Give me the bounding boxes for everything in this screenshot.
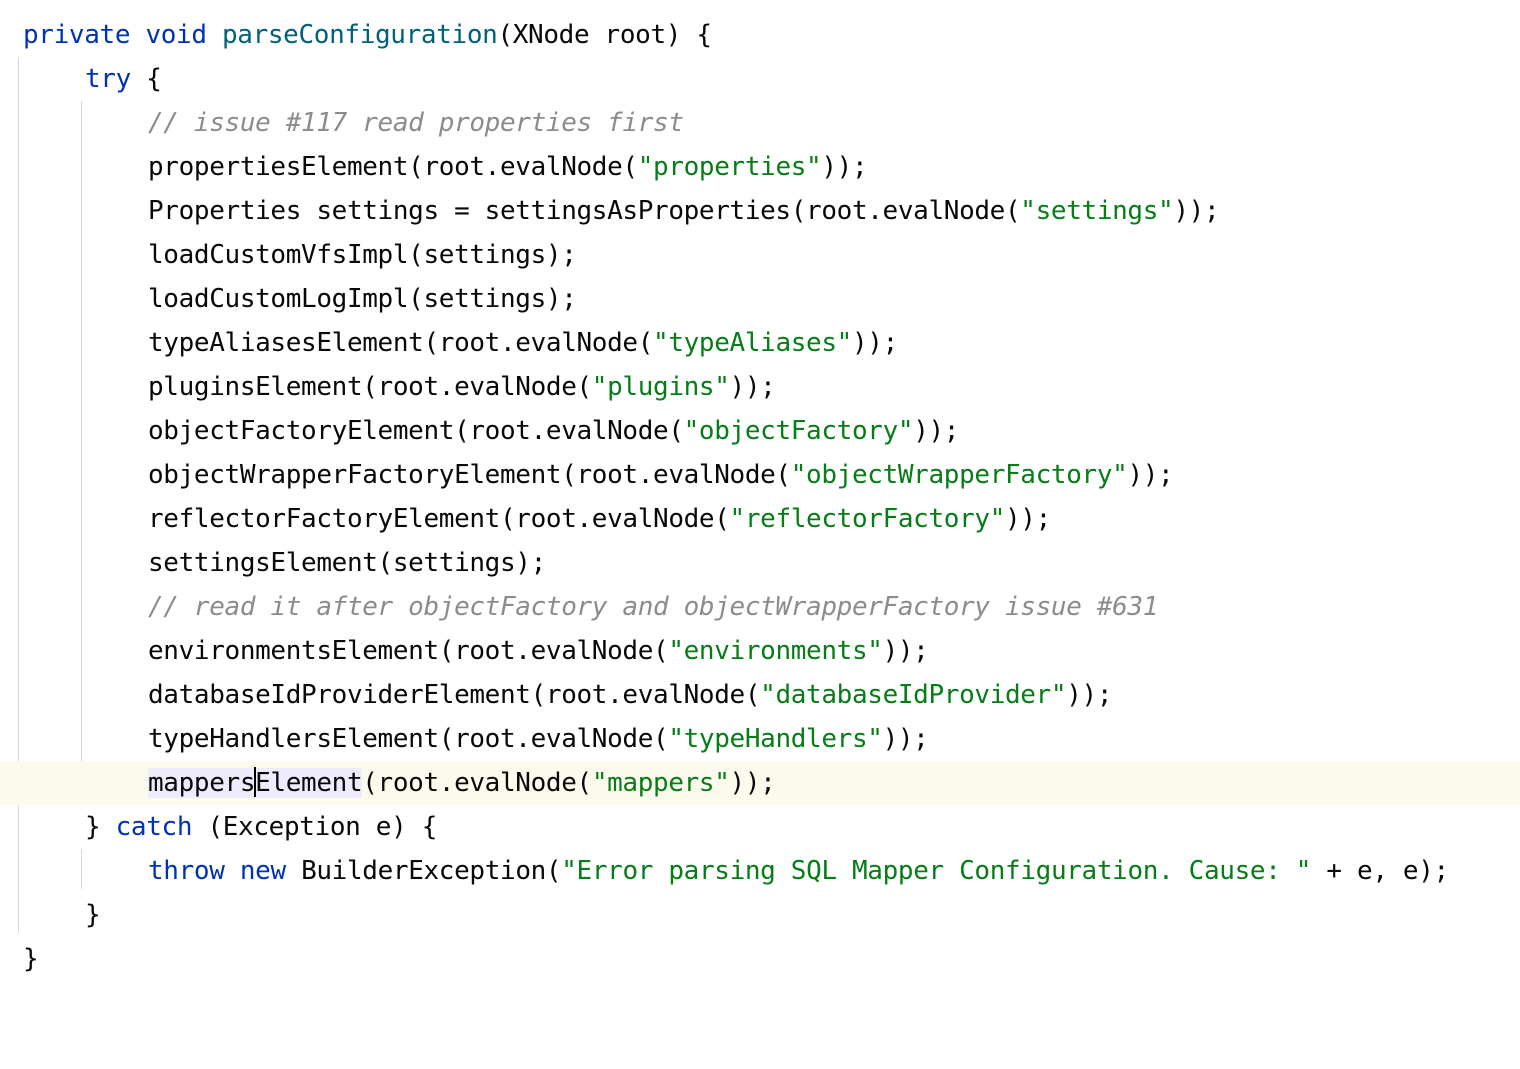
comment-text: // read it after objectFactory and objec…	[148, 592, 1159, 622]
code-text: (Exception e) {	[192, 812, 437, 842]
code-text: typeHandlersElement(root.evalNode(	[148, 724, 669, 754]
code-text: ));	[913, 416, 960, 446]
code-text: settingsElement(settings);	[148, 548, 546, 578]
code-text: databaseIdProviderElement(root.evalNode(	[148, 680, 761, 710]
code-text: ));	[729, 372, 776, 402]
code-text: ));	[821, 152, 868, 182]
code-text: loadCustomVfsImpl(settings);	[148, 240, 577, 270]
keyword-void: void	[145, 20, 207, 50]
string-literal: "environments"	[668, 636, 883, 666]
string-literal: "Error parsing SQL Mapper Configuration.…	[561, 856, 1312, 886]
code-text: BuilderException(	[285, 856, 562, 886]
code-line[interactable]: typeAliasesElement(root.evalNode("typeAl…	[0, 321, 1520, 365]
code-line[interactable]: pluginsElement(root.evalNode("plugins"))…	[0, 365, 1520, 409]
code-line[interactable]: propertiesElement(root.evalNode("propert…	[0, 145, 1520, 189]
keyword-try: try	[85, 64, 131, 94]
code-line-method-signature[interactable]: private void parseConfiguration(XNode ro…	[0, 13, 1520, 57]
code-text: typeAliasesElement(root.evalNode(	[148, 328, 654, 358]
code-text: ));	[851, 328, 898, 358]
comment-text: // issue #117 read properties first	[148, 108, 684, 138]
string-literal: "databaseIdProvider"	[760, 680, 1067, 710]
code-line-close-method[interactable]: }	[0, 937, 1520, 981]
keyword-throw: throw	[148, 856, 225, 886]
code-text: ));	[1173, 196, 1220, 226]
string-literal: "objectWrapperFactory"	[790, 460, 1128, 490]
code-text: loadCustomLogImpl(settings);	[148, 284, 577, 314]
code-text: + e, e);	[1311, 856, 1449, 886]
string-literal: "properties"	[637, 152, 822, 182]
code-line-close-try[interactable]: }	[0, 893, 1520, 937]
code-line[interactable]: loadCustomVfsImpl(settings);	[0, 233, 1520, 277]
code-editor[interactable]: private void parseConfiguration(XNode ro…	[0, 0, 1520, 982]
string-literal: "objectFactory"	[683, 416, 914, 446]
code-line[interactable]: typeHandlersElement(root.evalNode("typeH…	[0, 717, 1520, 761]
code-text: (root.evalNode(	[362, 768, 592, 798]
string-literal: "typeAliases"	[653, 328, 852, 358]
indent-guide-method	[18, 57, 19, 933]
code-text: environmentsElement(root.evalNode(	[148, 636, 669, 666]
brace: }	[85, 900, 101, 930]
code-line-catch[interactable]: } catch (Exception e) {	[0, 805, 1520, 849]
string-literal: "plugins"	[591, 372, 730, 402]
code-text: ));	[1066, 680, 1113, 710]
string-literal: "typeHandlers"	[668, 724, 883, 754]
code-line[interactable]: databaseIdProviderElement(root.evalNode(…	[0, 673, 1520, 717]
code-line[interactable]: reflectorFactoryElement(root.evalNode("r…	[0, 497, 1520, 541]
brace: }	[23, 944, 39, 974]
method-params: (XNode root) {	[497, 20, 712, 50]
code-line[interactable]: objectWrapperFactoryElement(root.evalNod…	[0, 453, 1520, 497]
string-literal: "reflectorFactory"	[729, 504, 1006, 534]
identifier-part: Element	[255, 768, 363, 798]
indent-guide-try	[81, 101, 82, 801]
try-brace: {	[130, 64, 162, 94]
code-text: objectWrapperFactoryElement(root.evalNod…	[148, 460, 791, 490]
code-text: ));	[1005, 504, 1051, 534]
code-text: propertiesElement(root.evalNode(	[148, 152, 638, 182]
code-line[interactable]: environmentsElement(root.evalNode("envir…	[0, 629, 1520, 673]
code-line[interactable]: Properties settings = settingsAsProperti…	[0, 189, 1520, 233]
code-line-current[interactable]: mappersElement(root.evalNode("mappers"))…	[0, 761, 1520, 805]
code-text: pluginsElement(root.evalNode(	[148, 372, 592, 402]
code-line-throw[interactable]: throw new BuilderException("Error parsin…	[0, 849, 1520, 893]
code-line-comment[interactable]: // issue #117 read properties first	[0, 101, 1520, 145]
code-text: ));	[729, 768, 776, 798]
method-name: parseConfiguration	[221, 20, 498, 50]
code-text: Properties settings = settingsAsProperti…	[148, 196, 1021, 226]
keyword-private: private	[23, 20, 131, 50]
indent-guide-catch	[81, 849, 82, 889]
identifier-part: mappers	[148, 768, 256, 798]
code-line[interactable]: loadCustomLogImpl(settings);	[0, 277, 1520, 321]
brace: }	[85, 812, 116, 842]
code-line[interactable]: settingsElement(settings);	[0, 541, 1520, 585]
code-text: ));	[882, 636, 929, 666]
string-literal: "mappers"	[591, 768, 730, 798]
code-text: objectFactoryElement(root.evalNode(	[148, 416, 684, 446]
string-literal: "settings"	[1020, 196, 1174, 226]
keyword-catch: catch	[115, 812, 193, 842]
code-line-comment[interactable]: // read it after objectFactory and objec…	[0, 585, 1520, 629]
keyword-new: new	[239, 856, 286, 886]
code-line-try[interactable]: try {	[0, 57, 1520, 101]
code-line[interactable]: objectFactoryElement(root.evalNode("obje…	[0, 409, 1520, 453]
code-text: ));	[1127, 460, 1174, 490]
code-text: ));	[882, 724, 929, 754]
code-text: reflectorFactoryElement(root.evalNode(	[148, 504, 730, 534]
text-caret	[254, 766, 257, 797]
highlighted-identifier: mappersElement	[148, 766, 363, 798]
